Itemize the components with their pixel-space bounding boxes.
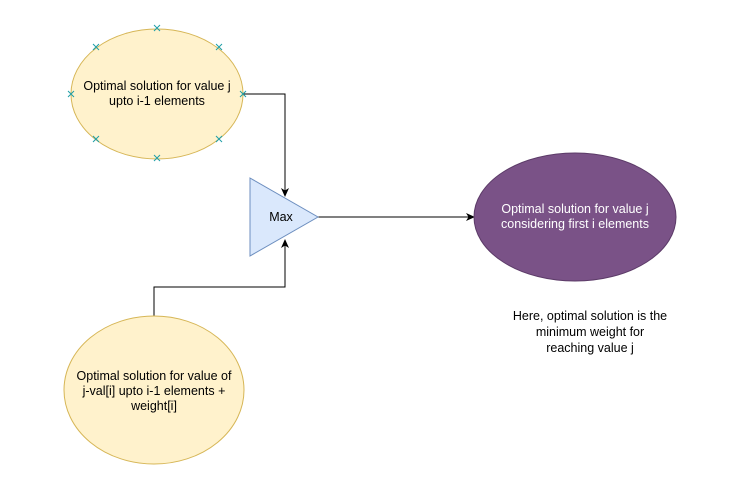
annotation-note-line3: reaching value j bbox=[546, 341, 634, 355]
selection-handle-icon[interactable] bbox=[153, 24, 161, 32]
bottom-input-label: Optimal solution for value of j-val[i] u… bbox=[62, 366, 246, 416]
annotation-note-line1: Here, optimal solution is the bbox=[512, 309, 668, 323]
max-gate-node[interactable] bbox=[249, 177, 320, 257]
selection-handles[interactable] bbox=[67, 24, 247, 162]
selection-handle-icon[interactable] bbox=[239, 90, 247, 98]
max-gate-label: Max bbox=[252, 208, 310, 226]
annotation-note: Here, optimal solution is the minimum we… bbox=[480, 308, 700, 356]
edge-bottom-input-to-max[interactable] bbox=[153, 239, 289, 316]
output-node[interactable] bbox=[473, 152, 677, 282]
bottom-input-node[interactable] bbox=[63, 315, 245, 465]
bottom-input-label-line2: j-val[i] upto i-1 elements + bbox=[82, 383, 226, 398]
top-input-label-line1: Optimal solution for value j bbox=[83, 79, 231, 93]
selection-handle-icon[interactable] bbox=[67, 90, 75, 98]
bottom-input-label-line1: Optimal solution for value of bbox=[76, 368, 232, 383]
top-input-label-line2: upto i-1 elements bbox=[109, 94, 205, 108]
output-label: Optimal solution for value j considering… bbox=[478, 200, 672, 234]
output-label-line1: Optimal solution for value j bbox=[501, 202, 649, 216]
selection-handle-icon[interactable] bbox=[153, 154, 161, 162]
max-gate-label-text: Max bbox=[269, 209, 293, 224]
edge-top-input-to-max[interactable] bbox=[243, 93, 289, 197]
bottom-input-label-line3: weight[i] bbox=[131, 398, 177, 413]
top-input-label: Optimal solution for value j upto i-1 el… bbox=[71, 76, 243, 112]
annotation-note-line2: minimum weight for bbox=[535, 325, 645, 339]
selection-handle-icon[interactable] bbox=[215, 135, 223, 143]
output-label-line2: considering first i elements bbox=[501, 217, 649, 231]
selection-handle-icon[interactable] bbox=[92, 43, 100, 51]
selection-handle-icon[interactable] bbox=[92, 135, 100, 143]
selection-handle-icon[interactable] bbox=[215, 43, 223, 51]
